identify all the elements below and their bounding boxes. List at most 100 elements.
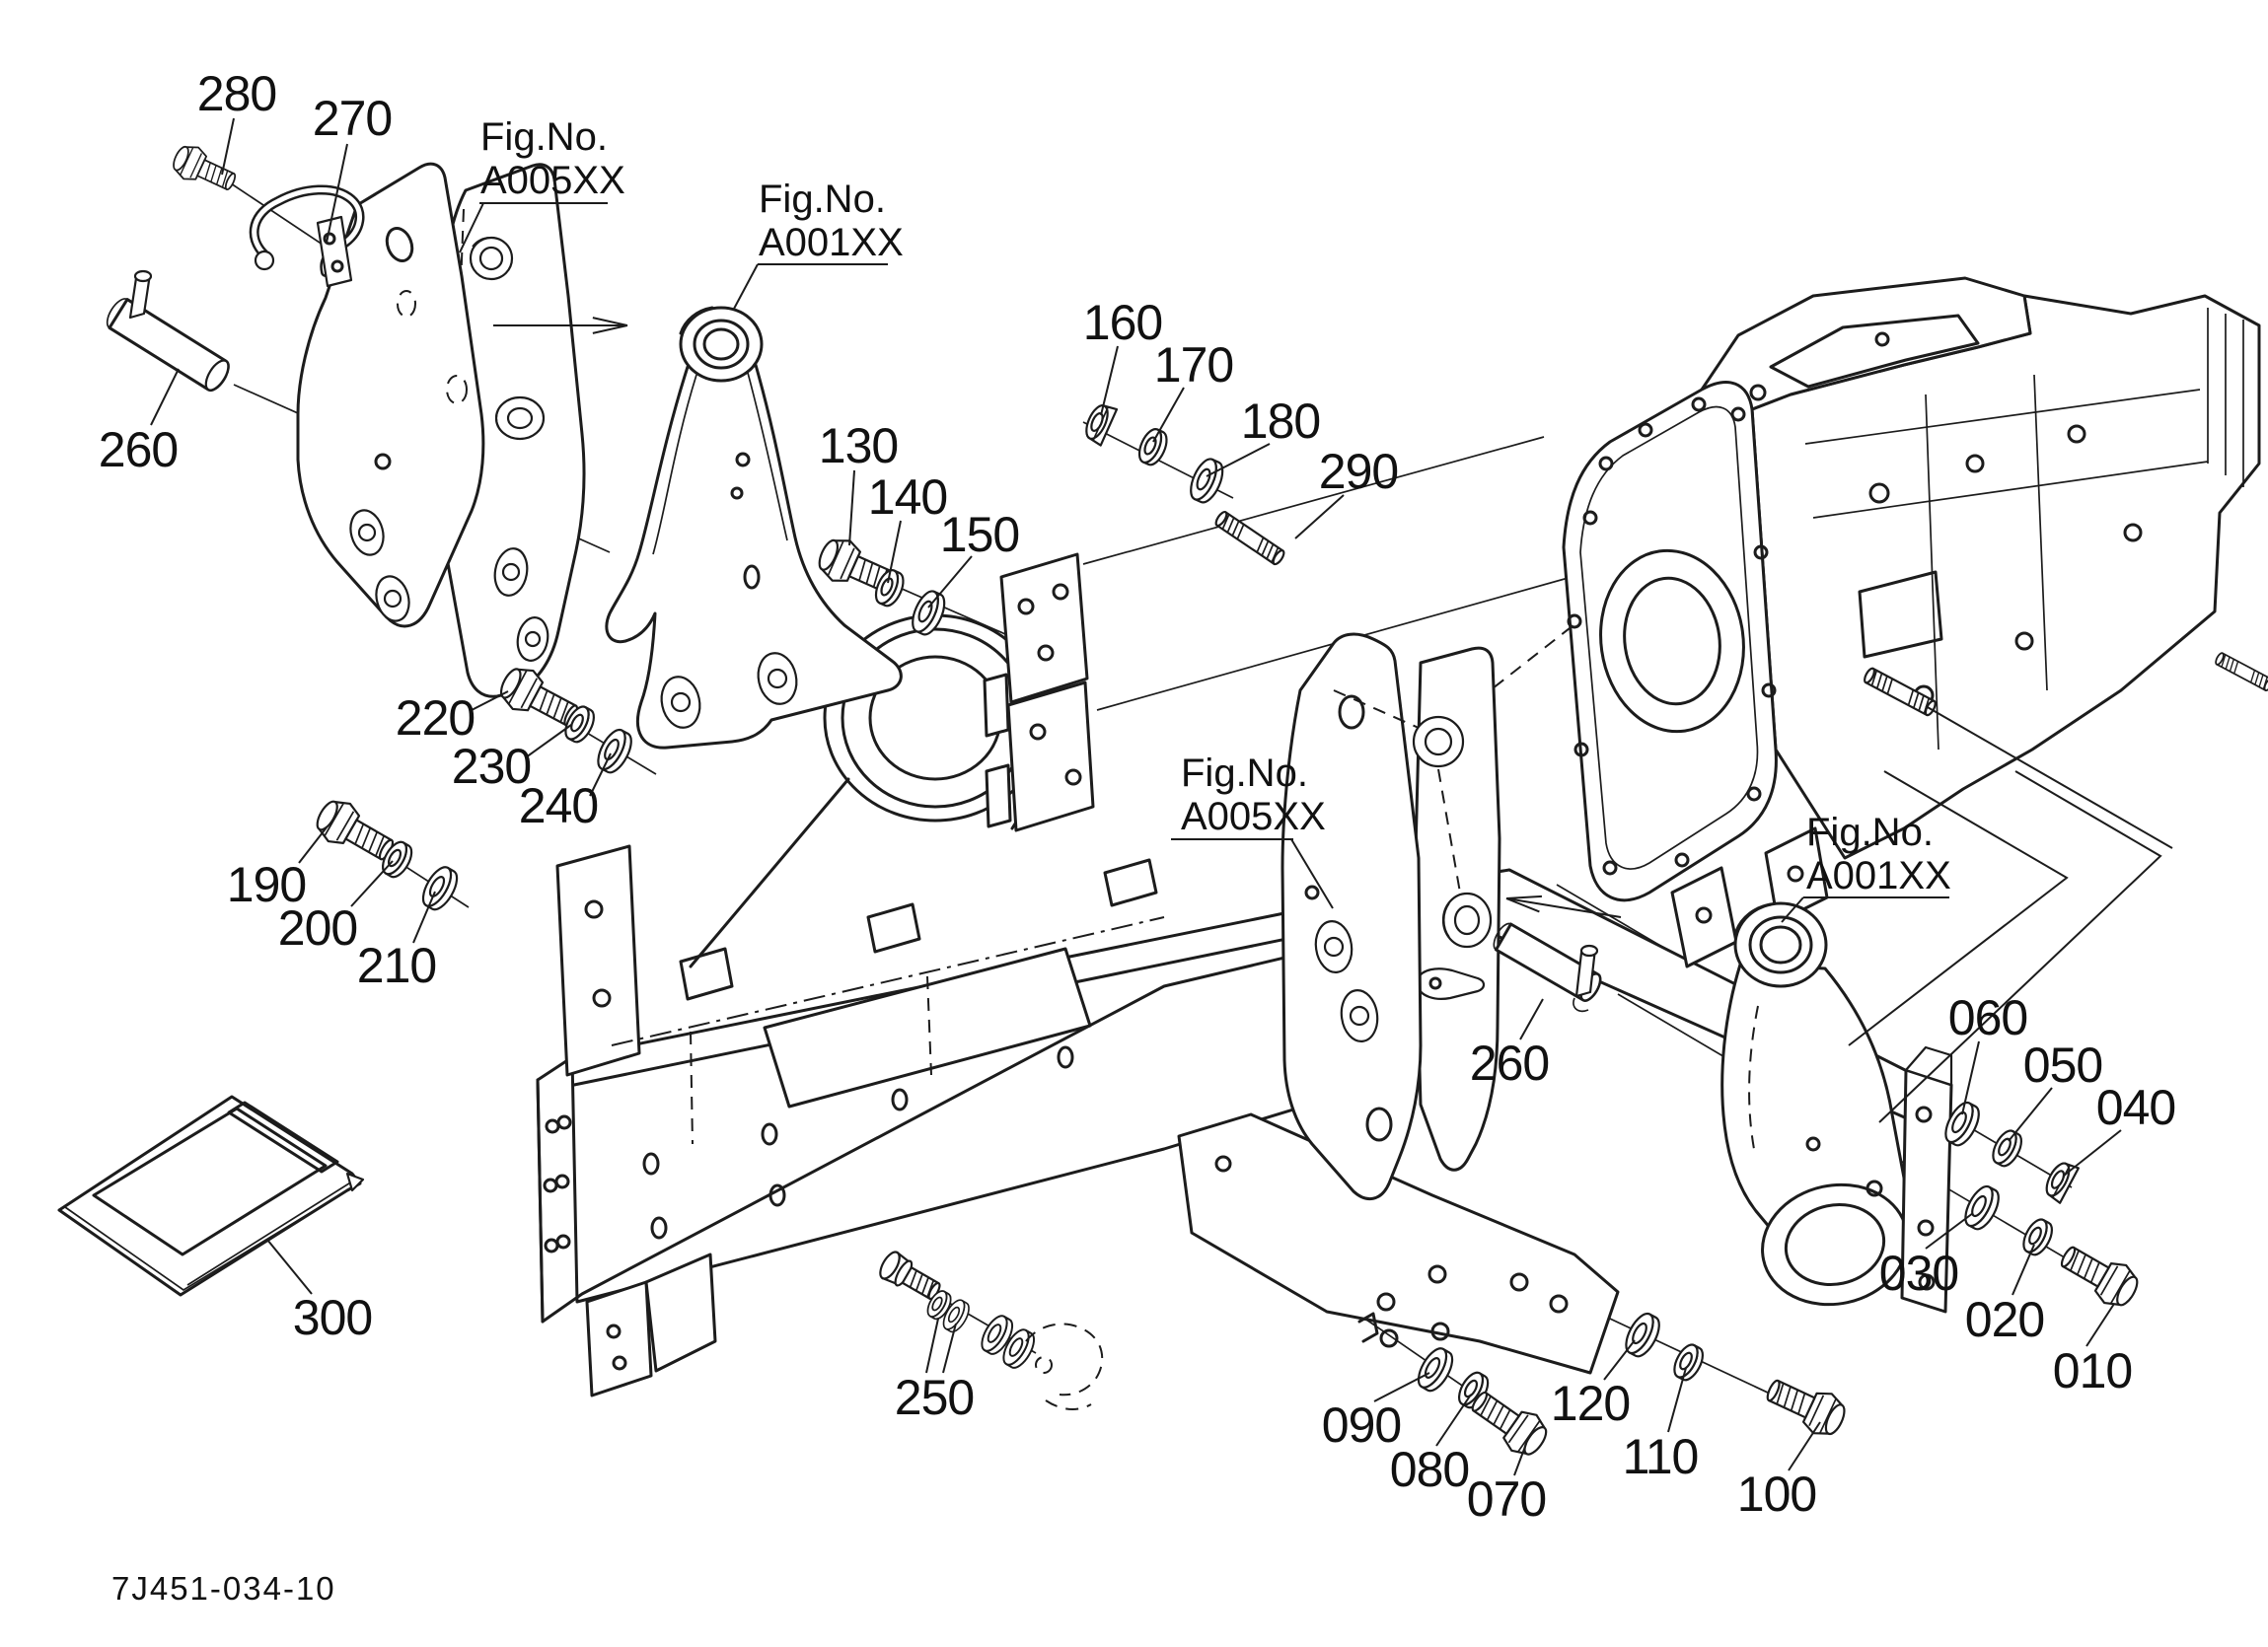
- leader-line-130: [848, 469, 855, 546]
- part-callout-210-20: 210: [357, 938, 436, 993]
- assembly-arrow-right-bracket-line: [1505, 897, 1622, 918]
- part-callout-220-21: 220: [396, 690, 475, 746]
- drawing-number: 7J451-034-10: [111, 1570, 336, 1607]
- leader-line-060: [1961, 1040, 1980, 1115]
- leader-line-170: [1152, 387, 1185, 443]
- stud-leader-line: [1925, 705, 2173, 849]
- snap-clip-270: [249, 184, 365, 288]
- part-callout-170-16: 170: [1154, 337, 1233, 393]
- part-callout-100-9: 100: [1737, 1467, 1816, 1522]
- fig-no-a001-right-line1: Fig.No.: [1806, 811, 1934, 854]
- leader-line-250: [942, 1323, 957, 1374]
- leader-line-090: [1373, 1372, 1430, 1402]
- fig-no-a005-right-line2: A005XX: [1181, 795, 1326, 838]
- leader-line-010: [2085, 1303, 2115, 1347]
- leader-line-140: [887, 520, 902, 584]
- part-callout-020-1: 020: [1965, 1292, 2044, 1347]
- fig-no-a005-right-leader: [1290, 838, 1334, 909]
- part-callout-160-15: 160: [1083, 295, 1162, 350]
- leader-line-030: [1925, 1212, 1974, 1250]
- part-callout-120-11: 120: [1551, 1376, 1630, 1431]
- fig-no-a001-right-line2: A001XX: [1806, 854, 1951, 897]
- part-callout-110-10: 110: [1623, 1429, 1699, 1484]
- part-callout-050-4: 050: [2023, 1038, 2102, 1093]
- leader-line-150: [927, 555, 973, 609]
- assembly-arrows: [493, 317, 2173, 1123]
- fig-no-a005-right: Fig.No.A005XX: [1171, 752, 1334, 909]
- leader-line-180: [1206, 443, 1271, 477]
- part-callout-040-3: 040: [2096, 1080, 2175, 1135]
- leader-line-300: [266, 1239, 313, 1295]
- part-callout-150-14: 150: [940, 507, 1019, 562]
- leader-line-020: [2012, 1244, 2035, 1296]
- assembly-arrow-right-bracket: [1505, 895, 1622, 918]
- leader-line-110: [1667, 1367, 1687, 1433]
- part-callout-090-8: 090: [1322, 1397, 1401, 1453]
- frame-rail: [536, 844, 1950, 1397]
- fig-no-a001-left-line2: A001XX: [759, 221, 904, 264]
- part-callout-300-30: 300: [293, 1290, 372, 1345]
- leader-line-220: [471, 690, 509, 711]
- leader-line-210: [412, 891, 436, 944]
- part-callout-080-7: 080: [1390, 1442, 1469, 1497]
- fig-no-a001-left-leader: [733, 263, 759, 310]
- assembly-chevron-inner: [1878, 770, 2162, 1123]
- assembly-arrow-left-bracket-head: [592, 317, 628, 326]
- leader-line-120: [1603, 1339, 1636, 1381]
- leader-line-190: [298, 826, 328, 864]
- leader-line-050: [2008, 1087, 2053, 1142]
- leader-line-230: [525, 724, 572, 758]
- fig-no-a001-right: Fig.No.A001XX: [1781, 811, 1951, 923]
- part-callout-030-2: 030: [1879, 1246, 1958, 1301]
- part-callout-180-17: 180: [1241, 394, 1320, 449]
- leader-line-160: [1100, 345, 1119, 416]
- transmission-case: [1562, 276, 2268, 968]
- part-callout-140-13: 140: [868, 469, 947, 525]
- part-callout-010-0: 010: [2053, 1343, 2132, 1398]
- bracket-a005xx-right: [1280, 632, 1501, 1200]
- assembly-arrow-left-bracket: [493, 317, 628, 334]
- part-callout-060-5: 060: [1948, 990, 2027, 1045]
- stud-leader-line-line: [1925, 705, 2173, 849]
- leader-line-080: [1435, 1394, 1472, 1447]
- fig-no-a005-left-line1: Fig.No.: [480, 115, 608, 159]
- fig-no-a005-left-line2: A005XX: [480, 159, 625, 202]
- part-callout-250-24: 250: [895, 1370, 974, 1425]
- fig-no-a005-left-leader: [459, 202, 484, 253]
- part-callout-260-26: 260: [1470, 1036, 1549, 1091]
- leader-line-290: [1294, 494, 1345, 539]
- part-callout-190-18: 190: [227, 857, 306, 912]
- leader-line-260: [1519, 998, 1544, 1040]
- support-arm-a001xx-left: [605, 306, 903, 750]
- leader-line-280: [221, 117, 235, 176]
- part-callout-230-22: 230: [452, 739, 531, 794]
- assembly-arrow-right-bracket-head: [1505, 897, 1540, 913]
- part-callout-130-12: 130: [819, 418, 898, 473]
- leader-line-270: [326, 143, 348, 244]
- bolt-280: [168, 139, 242, 200]
- part-callout-260-25: 260: [99, 422, 178, 477]
- fig-no-a001-right-leader: [1781, 896, 1804, 923]
- leader-line-260: [150, 368, 180, 426]
- assembly-chevron-outer: [1848, 770, 2069, 1046]
- assembly-arrow-right-bracket-head: [1505, 895, 1542, 899]
- part-callout-240-23: 240: [519, 778, 598, 833]
- support-arm-a001xx-right: [1720, 901, 1953, 1314]
- leader-line-040: [2063, 1129, 2122, 1177]
- pin-260-right: [1493, 922, 1602, 1013]
- part-callouts: 0100200300400500600700800901001101201301…: [99, 66, 2176, 1527]
- leader-line-240: [589, 752, 612, 797]
- fig-no-a001-left-line1: Fig.No.: [759, 178, 886, 221]
- assembly-arrow-left-bracket-head: [592, 324, 628, 334]
- assembly-chevron-outer-line: [1848, 770, 2069, 1046]
- fig-no-a005-left: Fig.No.A005XX: [459, 115, 625, 253]
- axle-beam: [689, 552, 1095, 968]
- part-callout-280-28: 280: [197, 66, 276, 121]
- pin-260-left: [106, 269, 230, 392]
- part-callout-290-29: 290: [1319, 444, 1398, 499]
- screw-set-250: [879, 1251, 1104, 1410]
- part-callout-270-27: 270: [313, 91, 392, 146]
- leader-line-200: [350, 860, 394, 907]
- fig-no-a001-left: Fig.No.A001XX: [733, 178, 904, 310]
